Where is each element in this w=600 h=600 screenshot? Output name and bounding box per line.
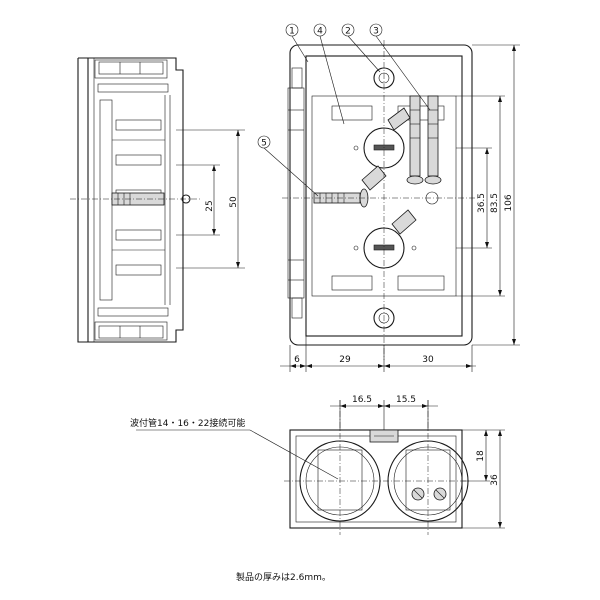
- dim-side-inner: 25: [205, 200, 215, 211]
- callout-3: 3: [369, 23, 431, 111]
- dim-bottom-top-right: 15.5: [396, 395, 416, 405]
- svg-text:5: 5: [261, 139, 267, 149]
- dim-front-right-outer: 106: [504, 194, 514, 211]
- svg-text:2: 2: [345, 27, 351, 37]
- dim-front-bottom-left: 6: [294, 355, 300, 365]
- side-view: 25 50: [70, 57, 245, 343]
- dim-front-right-mid: 83.5: [490, 193, 500, 213]
- dim-front-right-inner: 36.5: [477, 193, 487, 213]
- conduit-note: 波付管14・16・22接続可能: [130, 417, 245, 429]
- dim-front-bottom-right: 30: [422, 355, 434, 365]
- thickness-note: 製品の厚みは2.6mm。: [236, 571, 331, 583]
- front-view: 36.5 83.5 106 6 29 30 1 4: [257, 23, 520, 372]
- svg-text:1: 1: [289, 27, 295, 37]
- dim-bottom-top-left: 16.5: [352, 395, 372, 405]
- dim-bottom-right-outer: 36: [490, 474, 500, 486]
- callout-5: 5: [257, 135, 319, 197]
- bottom-view: 16.5 15.5 18 36 波付管14・16・22接続可能: [130, 395, 505, 535]
- dim-front-bottom-mid: 29: [339, 355, 351, 365]
- dim-side-outer: 50: [229, 196, 239, 208]
- callout-2: 2: [341, 23, 381, 73]
- dim-bottom-right-inner: 18: [476, 450, 486, 462]
- svg-text:4: 4: [317, 27, 323, 37]
- svg-text:3: 3: [373, 27, 379, 37]
- callout-1: 1: [285, 23, 309, 63]
- callout-4: 4: [313, 23, 345, 125]
